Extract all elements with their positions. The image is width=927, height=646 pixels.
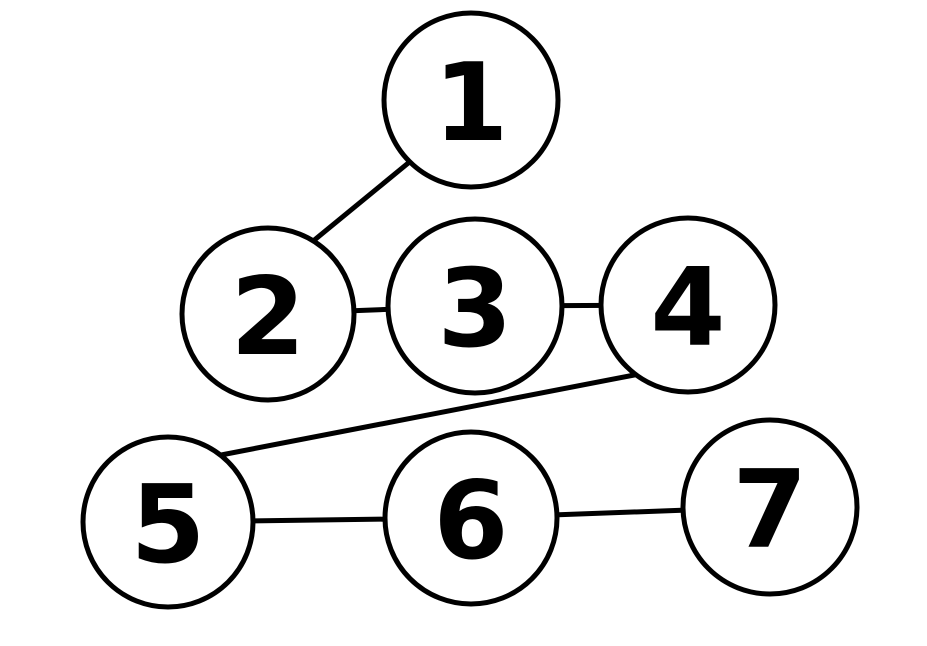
node-circle (80, 434, 256, 610)
graph-node-4: 4 (598, 215, 778, 395)
graph-node-5: 5 (80, 434, 256, 610)
graph-node-2: 2 (179, 225, 357, 403)
graph-node-3: 3 (385, 216, 565, 396)
node-circle (598, 215, 778, 395)
node-circle (179, 225, 357, 403)
node-label: 7 (732, 448, 807, 573)
node-circle (680, 417, 860, 597)
node-label: 1 (433, 41, 508, 166)
graph-node-7: 7 (680, 417, 860, 597)
node-label: 5 (130, 463, 205, 588)
graph-edge-4-5 (187, 367, 663, 464)
node-circle (381, 10, 561, 190)
node-circle (382, 429, 560, 607)
node-label: 3 (437, 247, 512, 372)
graph-node-6: 6 (382, 429, 560, 607)
node-label: 2 (230, 255, 305, 380)
node-label: 4 (650, 246, 725, 371)
node-circle (385, 216, 565, 396)
graph-node-1: 1 (381, 10, 561, 190)
node-label: 6 (433, 459, 508, 584)
